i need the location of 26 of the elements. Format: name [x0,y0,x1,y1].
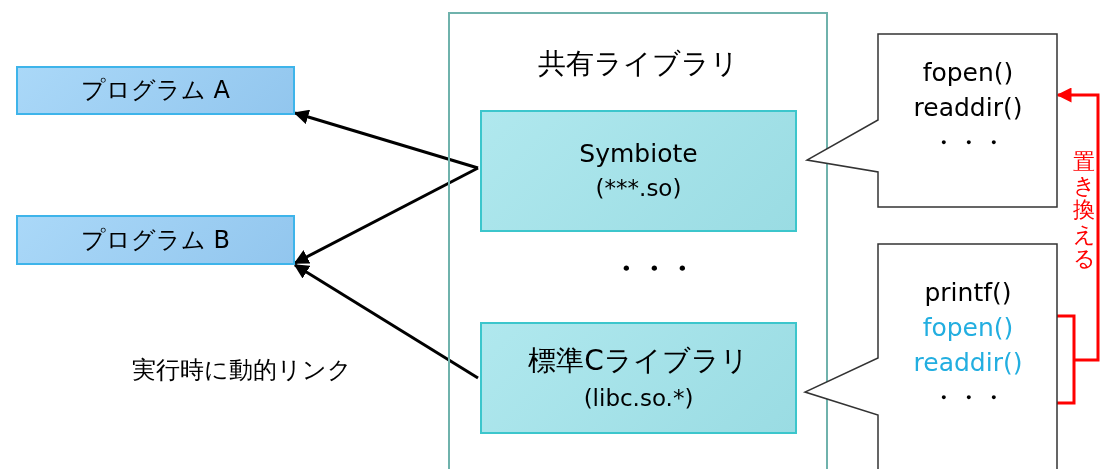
library-file: (libc.so.*) [583,383,694,413]
link-note: 実行時に動的リンク [132,355,352,386]
container-title: 共有ライブラリ [537,46,739,82]
library-box [480,322,797,434]
arrow [293,109,479,170]
program-label: プログラム B [80,224,231,256]
program-label: プログラム A [80,75,230,107]
arrow [293,263,479,380]
program-box [16,215,295,265]
function-name: readdir() [913,347,1023,379]
function-name: printf() [924,277,1012,309]
callout-box [804,243,1058,469]
program-box [16,66,295,115]
container-box [448,12,828,469]
library-name: Symbiote [579,138,698,171]
function-name: readdir() [913,92,1023,124]
library-box [480,110,797,232]
library-file: (***.so) [595,174,682,204]
function-name: ・・・ [930,127,1006,159]
ellipsis: ・・・ [612,251,696,287]
function-name: ・・・ [930,382,1006,414]
function-name: fopen() [922,57,1014,89]
library-name: 標準Cライブラリ [528,343,749,380]
edge-label: 置き換える [1073,150,1095,271]
callout-box [806,33,1058,208]
function-name: fopen() [922,312,1014,344]
